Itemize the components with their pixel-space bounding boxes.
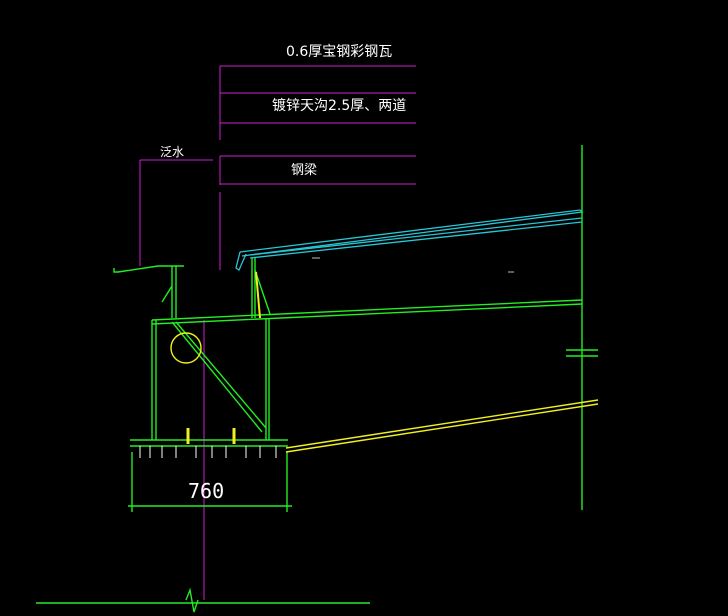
leader-shelf-1 <box>220 65 416 185</box>
roof-sheet-turndown <box>235 251 247 271</box>
left-gutter-lip <box>113 265 184 273</box>
structure <box>36 145 598 613</box>
roof-sheet-label: 0.6厚宝钢彩钢瓦 <box>286 44 392 60</box>
break-line-icon <box>185 587 199 613</box>
beam-top-flange <box>151 299 583 325</box>
circle-marker-icon <box>170 332 202 364</box>
grid-break-mark <box>566 349 598 357</box>
lower-chord-line <box>285 399 599 453</box>
base-plate <box>130 439 288 447</box>
left-flashing <box>161 266 177 318</box>
leader-lines <box>139 65 416 600</box>
flashing-label: 泛水 <box>160 145 184 159</box>
dimension-text: 760 <box>188 479 224 503</box>
leader-gaps <box>340 92 350 157</box>
crosshair-h <box>312 257 514 273</box>
diagonal-brace <box>171 321 267 433</box>
right-stiffener <box>251 258 271 318</box>
yellow-elements <box>186 271 599 453</box>
gutter-label: 镀锌天沟2.5厚、两道 <box>272 97 406 114</box>
roof-sheet-top <box>239 209 584 257</box>
stiffener-yellow <box>255 271 261 319</box>
tick-marks <box>139 446 277 458</box>
roof-sheet <box>235 209 584 271</box>
flashing-leader-shelf <box>139 159 213 266</box>
column-box <box>151 318 270 440</box>
base-plate-ticks <box>139 446 277 458</box>
steel-beam-label: 钢梁 <box>291 163 317 178</box>
roof-sheet-bottom <box>249 217 583 259</box>
crosshair <box>312 257 514 273</box>
